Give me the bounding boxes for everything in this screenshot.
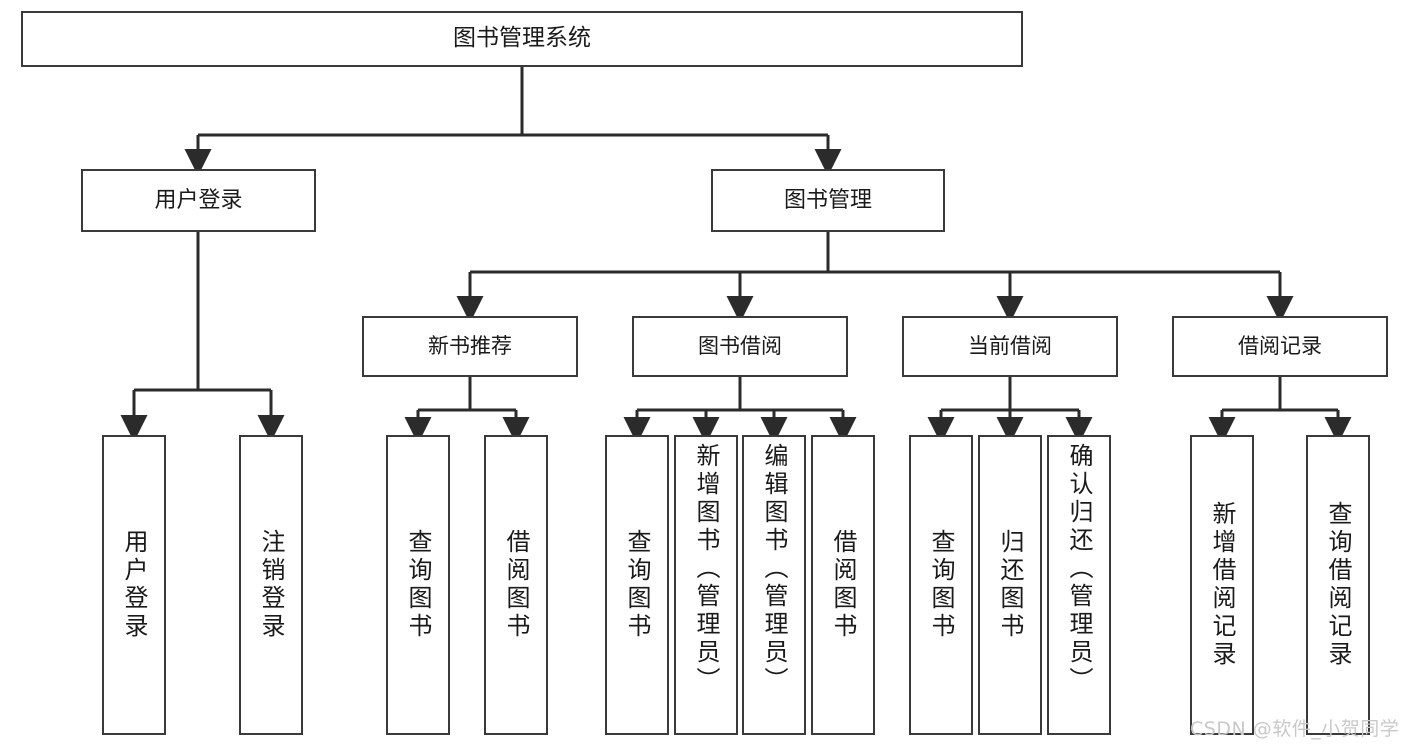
node-current-borrow[interactable]: 当前借阅 <box>902 316 1118 377</box>
node-label: 注销登录 <box>257 529 285 641</box>
node-label: 图书借阅 <box>698 334 782 359</box>
node-book-borrow[interactable]: 图书借阅 <box>632 316 848 377</box>
leaf-user-login-login[interactable]: 用户登录 <box>102 435 166 735</box>
node-label: 查询图书 <box>623 529 651 641</box>
node-label: 图书管理系统 <box>453 25 591 52</box>
leaf-user-login-logout[interactable]: 注销登录 <box>239 435 303 735</box>
node-label: 借阅图书 <box>829 529 857 641</box>
node-label: 查询借阅记录 <box>1324 501 1352 669</box>
node-label: 图书管理 <box>783 187 872 213</box>
node-label: 归还图书 <box>996 529 1024 641</box>
leaf-borrow-record-add[interactable]: 新增借阅记录 <box>1190 435 1254 735</box>
node-label: 确认归还（管理员） <box>1065 443 1093 695</box>
node-root-system[interactable]: 图书管理系统 <box>21 11 1023 67</box>
leaf-book-borrow-query[interactable]: 查询图书 <box>605 435 669 735</box>
leaf-current-borrow-confirm-return[interactable]: 确认归还（管理员） <box>1047 435 1111 735</box>
leaf-new-book-query[interactable]: 查询图书 <box>386 435 450 735</box>
node-label: 借阅记录 <box>1238 334 1322 359</box>
node-new-book-recommend[interactable]: 新书推荐 <box>362 316 578 377</box>
leaf-borrow-record-query[interactable]: 查询借阅记录 <box>1306 435 1370 735</box>
leaf-new-book-borrow[interactable]: 借阅图书 <box>484 435 548 735</box>
node-label: 借阅图书 <box>502 529 530 641</box>
leaf-book-borrow-edit[interactable]: 编辑图书（管理员） <box>742 435 806 735</box>
node-label: 当前借阅 <box>968 334 1052 359</box>
node-label: 查询图书 <box>404 529 432 641</box>
leaf-book-borrow-add[interactable]: 新增图书（管理员） <box>674 435 738 735</box>
node-borrow-record[interactable]: 借阅记录 <box>1172 316 1388 377</box>
leaf-current-borrow-return[interactable]: 归还图书 <box>978 435 1042 735</box>
node-book-management[interactable]: 图书管理 <box>711 169 945 232</box>
node-label: 用户登录 <box>120 529 148 641</box>
node-user-login[interactable]: 用户登录 <box>81 169 316 232</box>
node-label: 新书推荐 <box>428 334 512 359</box>
leaf-book-borrow-borrow[interactable]: 借阅图书 <box>811 435 875 735</box>
node-label: 查询图书 <box>927 529 955 641</box>
watermark-text: CSDN @软件_小贺同学 <box>1190 718 1400 740</box>
leaf-current-borrow-query[interactable]: 查询图书 <box>909 435 973 735</box>
node-label: 新增借阅记录 <box>1208 501 1236 669</box>
node-label: 新增图书（管理员） <box>692 443 720 695</box>
node-label: 编辑图书（管理员） <box>760 443 788 695</box>
node-label: 用户登录 <box>154 187 243 213</box>
